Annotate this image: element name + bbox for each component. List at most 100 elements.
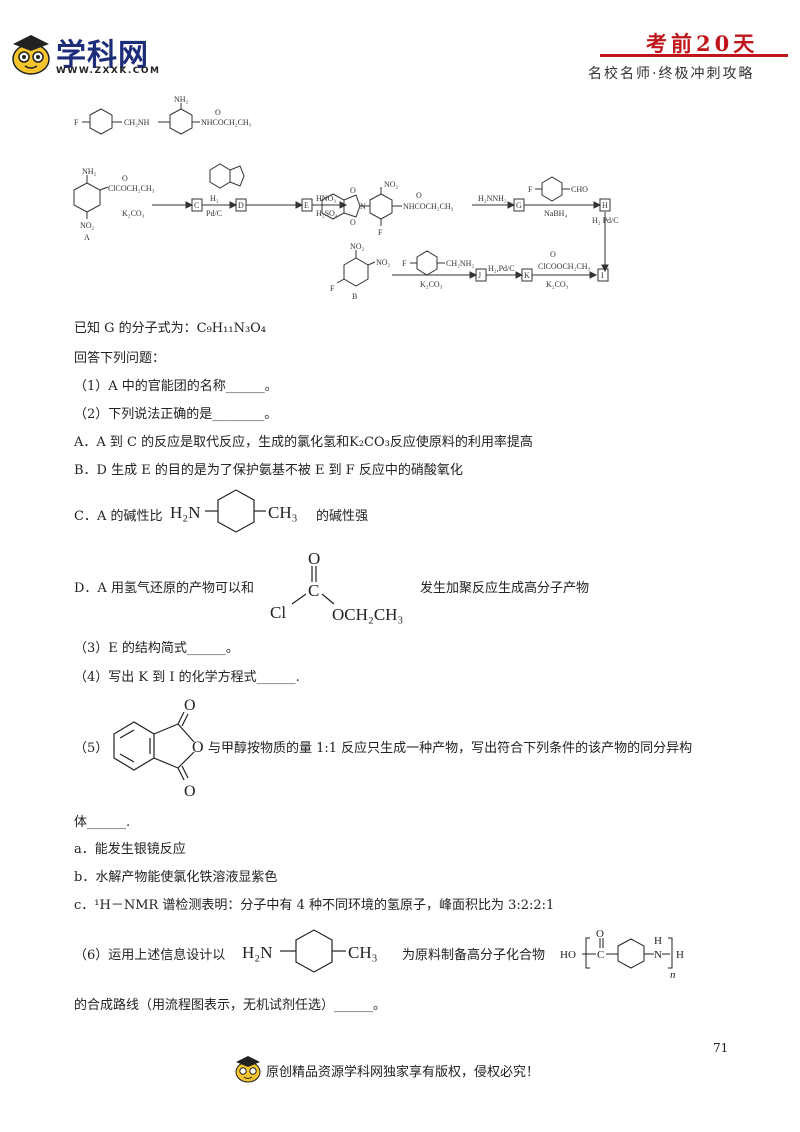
header: 学科网 WWW.ZXXK.COM 考前20天 名校名师·终极冲刺攻略 (0, 0, 800, 90)
amine-ring (416, 250, 438, 276)
poly-n-sub: n (670, 969, 676, 981)
option-d-pre: D．A 用氢气还原的产物可以和 (74, 581, 254, 596)
polymer-structure: HO O C N H H n (560, 928, 684, 981)
A-label: A (84, 233, 90, 242)
reag2-bottom: Pd/C (206, 209, 222, 218)
pa-o2: O (192, 739, 204, 756)
ecf-o: O (308, 549, 320, 568)
reag5-f: F (528, 185, 533, 194)
reag5-bottom: NaBH₄ (544, 209, 567, 218)
question-5-label: （5） (74, 741, 109, 756)
reag7-f: F (402, 259, 407, 268)
box-J: J (478, 271, 481, 280)
mid-chain: NHCOCH₂CH₃ (403, 202, 454, 211)
condition-b: b．水解产物能使氯化铁溶液显紫色 (74, 870, 278, 885)
reag1-o: O (122, 174, 128, 183)
condition-a: a．能发生银镜反应 (74, 842, 186, 857)
mid-no2: NO₂ (384, 180, 399, 189)
toluidine-ch3: CH₃ (268, 503, 298, 522)
question-5-cont: 体______. (74, 815, 131, 830)
poly-n: N (654, 949, 662, 961)
mid-f: F (378, 228, 383, 237)
question-1: （1）A 中的官能团的名称______。 (74, 379, 278, 394)
option-c-pre: C．A 的碱性比 (74, 509, 163, 524)
reag7-ch2nh2: CH₂NH₂ (446, 259, 474, 268)
question-2: （2）下列说法正确的是________。 (74, 407, 278, 422)
reag9-top: ClCOOCH₂CH₃ (538, 262, 590, 271)
mid-o2: O (350, 218, 356, 227)
B-no2b: NO₂ (376, 258, 391, 267)
mid-n: N (360, 202, 366, 211)
box-H: H (602, 201, 608, 210)
top-ring-1 (89, 108, 113, 135)
option-d-post: 发生加聚反应生成高分子产物 (420, 581, 590, 596)
toluidine-structure: H₂N CH₃ (170, 489, 298, 533)
ecf-c: C (308, 581, 319, 600)
header-rule (600, 54, 788, 57)
header-title: 考前20天 (646, 31, 759, 56)
option-b: B．D 生成 E 的目的是为了保护氨基不被 E 到 F 反应中的硝酸氧化 (74, 463, 463, 478)
top-f: F (74, 118, 79, 127)
reag9-o: O (550, 250, 556, 259)
answer-prompt: 回答下列问题： (74, 351, 166, 366)
footer-text: 原创精品资源学科网独家享有版权，侵权必究！ (266, 1065, 540, 1080)
mid-o1: O (350, 186, 356, 195)
B-no2a: NO₂ (350, 242, 365, 251)
pa-o1: O (184, 697, 196, 714)
logo-url: WWW.ZXXK.COM (56, 66, 161, 76)
reag9-bottom: K₂CO₃ (546, 280, 569, 289)
option-c-post: 的碱性强 (316, 509, 369, 524)
box-D: D (238, 201, 244, 210)
B-f: F (330, 284, 335, 293)
top-ring-2 (169, 108, 193, 135)
poly-h: H (676, 949, 684, 961)
A-nh2: NH₂ (82, 167, 97, 176)
reagent-ring (209, 163, 231, 189)
q6-h2n: H₂N (242, 943, 272, 962)
ethyl-chloroformate-structure: O C Cl OCH₂CH₃ (270, 549, 403, 624)
box-E: E (304, 201, 309, 210)
reag3-top: HNO₃ (316, 194, 336, 203)
box-I: I (601, 271, 604, 280)
mid-ring-2 (369, 193, 393, 220)
poly-nh: H (654, 935, 662, 947)
toluidine-h2n: H₂N (170, 503, 200, 522)
question-3: （3）E 的结构简式______。 (74, 641, 239, 656)
question-6-post: 的合成路线（用流程图表示，无机试剂任选）______。 (74, 998, 387, 1013)
reag2-top: H₂ (210, 194, 219, 203)
known-formula: 已知 G 的分子式为：C₉H₁₁N₃O₄ (74, 321, 267, 336)
poly-ho: HO (560, 949, 576, 961)
reag8-top: H₂,Pd/C (488, 264, 515, 273)
top-chain: NHCOCH₂CH₃ (201, 118, 252, 127)
reag3-bottom: H₂SO₄ (316, 209, 338, 218)
ecf-cl: Cl (270, 603, 286, 622)
condition-c: c．¹H－NMR 谱检测表明：分子中有 4 种不同环境的氢原子，峰面积比为 3:… (74, 898, 555, 913)
reag1-bottom: K₂CO₃ (122, 209, 145, 218)
B-label: B (352, 292, 357, 301)
top-o: O (215, 108, 221, 117)
question-5-text: 与甲醇按物质的量 1:1 反应只生成一种产物，写出符合下列条件的该产物的同分异构 (208, 741, 693, 756)
question-6-pre: （6）运用上述信息设计以 (74, 948, 226, 963)
poly-o: O (596, 928, 604, 940)
top-ch2nh: CH₂NH (124, 118, 150, 127)
A-no2: NO₂ (80, 221, 95, 230)
box-C: C (194, 201, 199, 210)
ecf-oet: OCH₂CH₃ (332, 605, 403, 624)
B-ring (343, 257, 369, 287)
toluidine-structure-2: H₂N CH₃ (242, 929, 378, 973)
top-nh2: NH₂ (174, 95, 189, 104)
logo-text: 学科网 (56, 38, 149, 73)
reag7-bottom: K₂CO₃ (420, 280, 443, 289)
page-number: 71 (713, 1041, 729, 1055)
poly-c: C (597, 949, 604, 961)
reaction-scheme: F CH₂NH NH₂ NHCOCH₂CH₃ O NH₂ NO₂ A ClCOC… (73, 95, 619, 301)
mid-co: O (416, 191, 422, 200)
footer-mascot-icon (235, 1056, 261, 1083)
question-6-mid: 为原料制备高分子化合物 (402, 948, 546, 963)
header-subtitle: 名校名师·终极冲刺攻略 (588, 66, 755, 82)
reag6-label: H₂ Pd/C (592, 216, 619, 225)
reag5-cho: CHO (571, 185, 588, 194)
box-K: K (524, 271, 530, 280)
q6-ch3: CH₃ (348, 943, 378, 962)
question-4: （4）写出 K 到 I 的化学方程式______. (74, 670, 300, 685)
